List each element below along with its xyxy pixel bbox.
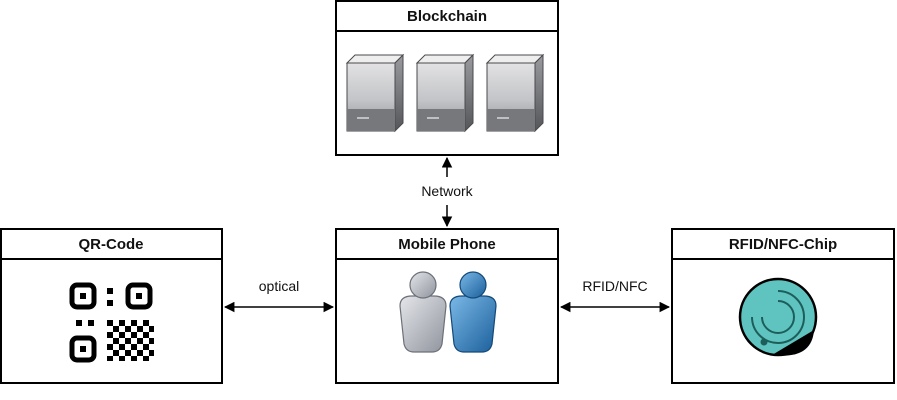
- nfc-tag-icon: [738, 277, 818, 357]
- optical-label: optical: [259, 278, 299, 294]
- network-edge: Network: [421, 156, 474, 228]
- qr-code-title: QR-Code: [79, 236, 144, 253]
- mobile-phone-box: [335, 228, 559, 384]
- rfid-nfc-edge: RFID/NFC: [559, 278, 671, 313]
- blockchain-title: Blockchain: [407, 8, 487, 25]
- users-icon: [399, 271, 497, 353]
- rfid-nfc-label: RFID/NFC: [582, 278, 647, 294]
- qr-code-icon: [69, 282, 154, 363]
- rfid-chip-title: RFID/NFC-Chip: [729, 236, 837, 253]
- network-label: Network: [421, 183, 473, 199]
- rfid-chip-node: RFID/NFC-Chip: [671, 228, 895, 384]
- server-rack-icon: [346, 54, 544, 132]
- qr-code-node: QR-Code: [0, 228, 223, 384]
- optical-edge: optical: [223, 278, 335, 313]
- mobile-phone-title: Mobile Phone: [398, 236, 496, 253]
- blockchain-node: Blockchain: [335, 0, 559, 156]
- mobile-phone-node: Mobile Phone: [335, 228, 559, 384]
